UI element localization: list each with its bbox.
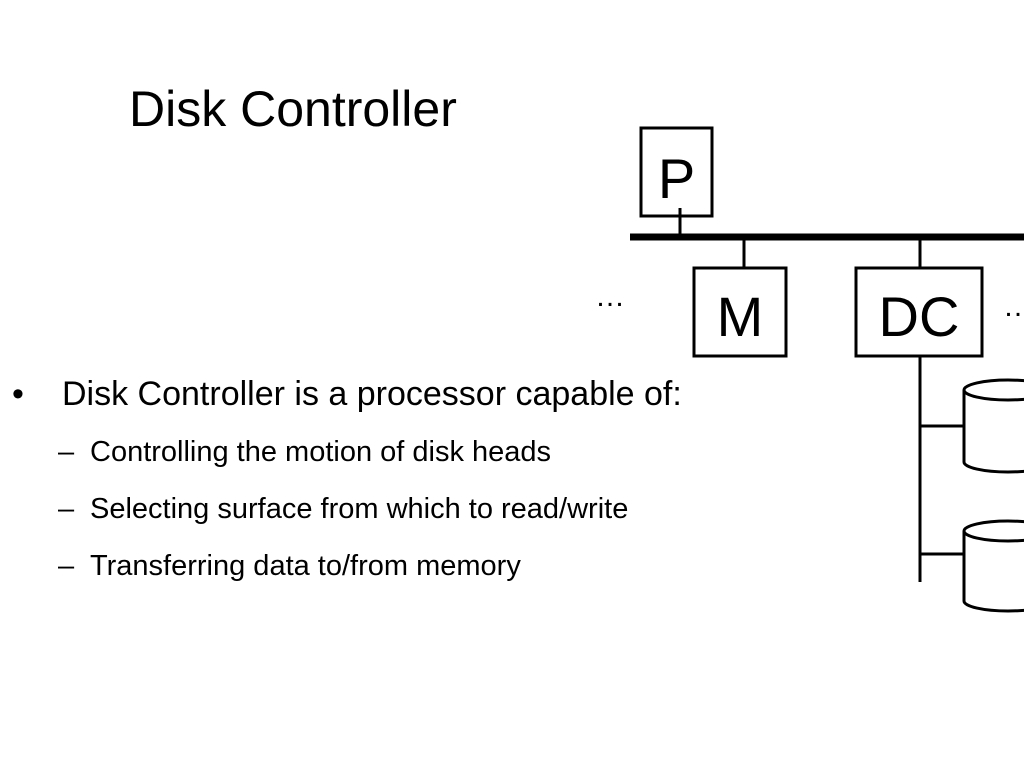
dash-marker: – [58, 436, 75, 468]
sub-bullet-list: –Controlling the motion of disk heads –S… [58, 432, 628, 603]
ellipsis-right: … [1003, 290, 1024, 323]
memory-label: M [717, 285, 764, 348]
memory-box [692, 266, 788, 358]
disk-cylinder [962, 531, 1024, 613]
processor-box [639, 126, 714, 218]
processor-label: P [658, 147, 695, 210]
sub-bullet-text: Controlling the motion of disk heads [90, 436, 552, 468]
sub-bullet-item: –Selecting surface from which to read/wr… [58, 489, 628, 546]
disk-top [962, 378, 1024, 402]
sub-bullet-item: –Controlling the motion of disk heads [58, 432, 628, 489]
bullet-marker: • [12, 375, 24, 413]
bullet-text: Disk Controller is a processor capable o… [62, 375, 682, 413]
dash-marker: – [58, 550, 75, 582]
sub-bullet-text: Transferring data to/from memory [90, 550, 521, 582]
disk-cylinder [962, 390, 1024, 474]
ellipsis-left: … [595, 280, 625, 313]
sub-bullet-item: –Transferring data to/from memory [58, 546, 628, 603]
sub-bullet-text: Selecting surface from which to read/wri… [90, 493, 629, 525]
disk-controller-box [854, 266, 984, 358]
slide-title: Disk Controller [129, 81, 457, 137]
disk-top [962, 519, 1024, 543]
dash-marker: – [58, 493, 75, 525]
disk-icon [962, 378, 1024, 474]
disk-controller-label: DC [879, 285, 960, 348]
disk-icon [962, 519, 1024, 613]
